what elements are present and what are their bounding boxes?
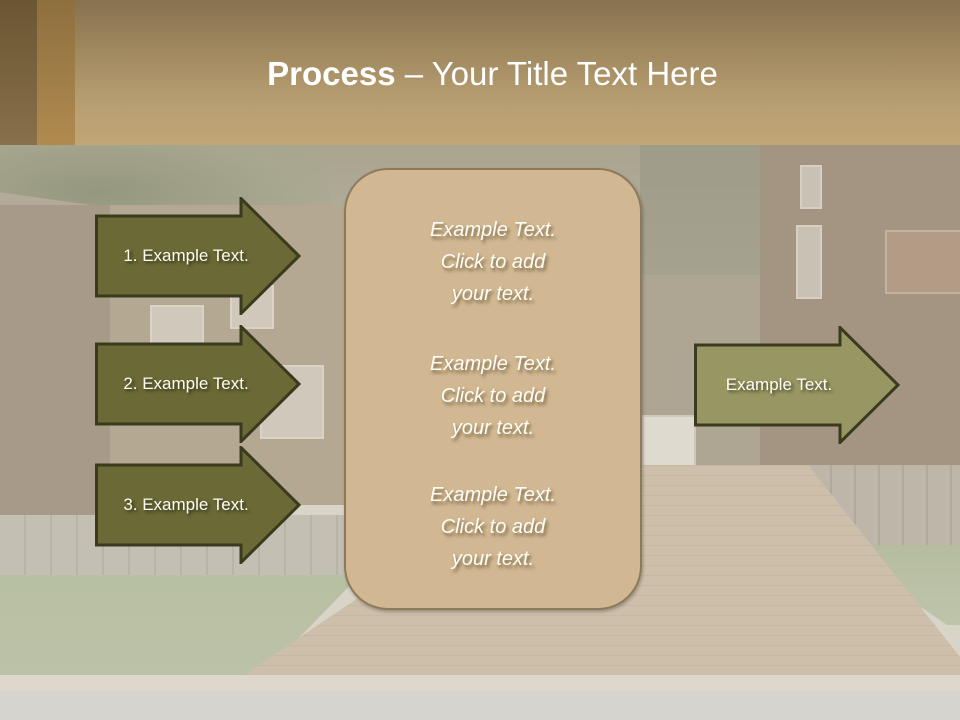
center-text-block-1[interactable]: Example Text. Click to add your text.: [346, 214, 640, 310]
center-text-line: Example Text.: [430, 353, 556, 375]
center-text-line: Example Text.: [430, 484, 556, 506]
output-arrow-label: Example Text.: [725, 375, 833, 394]
center-text-line: Example Text.: [430, 219, 556, 241]
arrow-right-shape-icon: [95, 325, 301, 443]
background-window: [796, 225, 822, 299]
arrow-right-shape-icon: [95, 197, 301, 315]
header-stripe-gold: [37, 0, 75, 145]
center-text-line: Click to add: [440, 516, 546, 538]
slide-title[interactable]: Process – Your Title Text Here: [0, 52, 960, 96]
background-balcony: [885, 230, 960, 294]
slide-title-bold: Process: [267, 55, 396, 92]
process-arrow-3-label: 3. Example Text.: [123, 495, 249, 514]
center-text-block-3[interactable]: Example Text. Click to add your text.: [346, 479, 640, 575]
background-window: [800, 165, 822, 209]
center-text-line: Click to add: [440, 385, 546, 407]
process-arrow-3[interactable]: 3. Example Text.: [95, 446, 301, 564]
center-text-line: your text.: [451, 548, 535, 570]
center-content-box[interactable]: Example Text. Click to add your text. Ex…: [344, 168, 642, 610]
slide-title-rest: – Your Title Text Here: [395, 55, 718, 92]
output-arrow[interactable]: Example Text.: [694, 326, 900, 444]
background-curb: [0, 675, 960, 692]
center-text-line: your text.: [451, 417, 535, 439]
process-arrow-2-label: 2. Example Text.: [123, 374, 249, 393]
arrow-right-shape-icon: [694, 326, 900, 444]
background-road: [0, 691, 960, 720]
process-arrow-1-label: 1. Example Text.: [123, 246, 249, 265]
arrow-right-shape-icon: [95, 446, 301, 564]
header-stripe-dark: [0, 0, 37, 145]
slide-header: Process – Your Title Text Here: [0, 0, 960, 145]
process-arrow-1[interactable]: 1. Example Text.: [95, 197, 301, 315]
center-text-block-2[interactable]: Example Text. Click to add your text.: [346, 348, 640, 444]
center-text-line: your text.: [451, 283, 535, 305]
process-arrow-2[interactable]: 2. Example Text.: [95, 325, 301, 443]
center-text-line: Click to add: [440, 251, 546, 273]
